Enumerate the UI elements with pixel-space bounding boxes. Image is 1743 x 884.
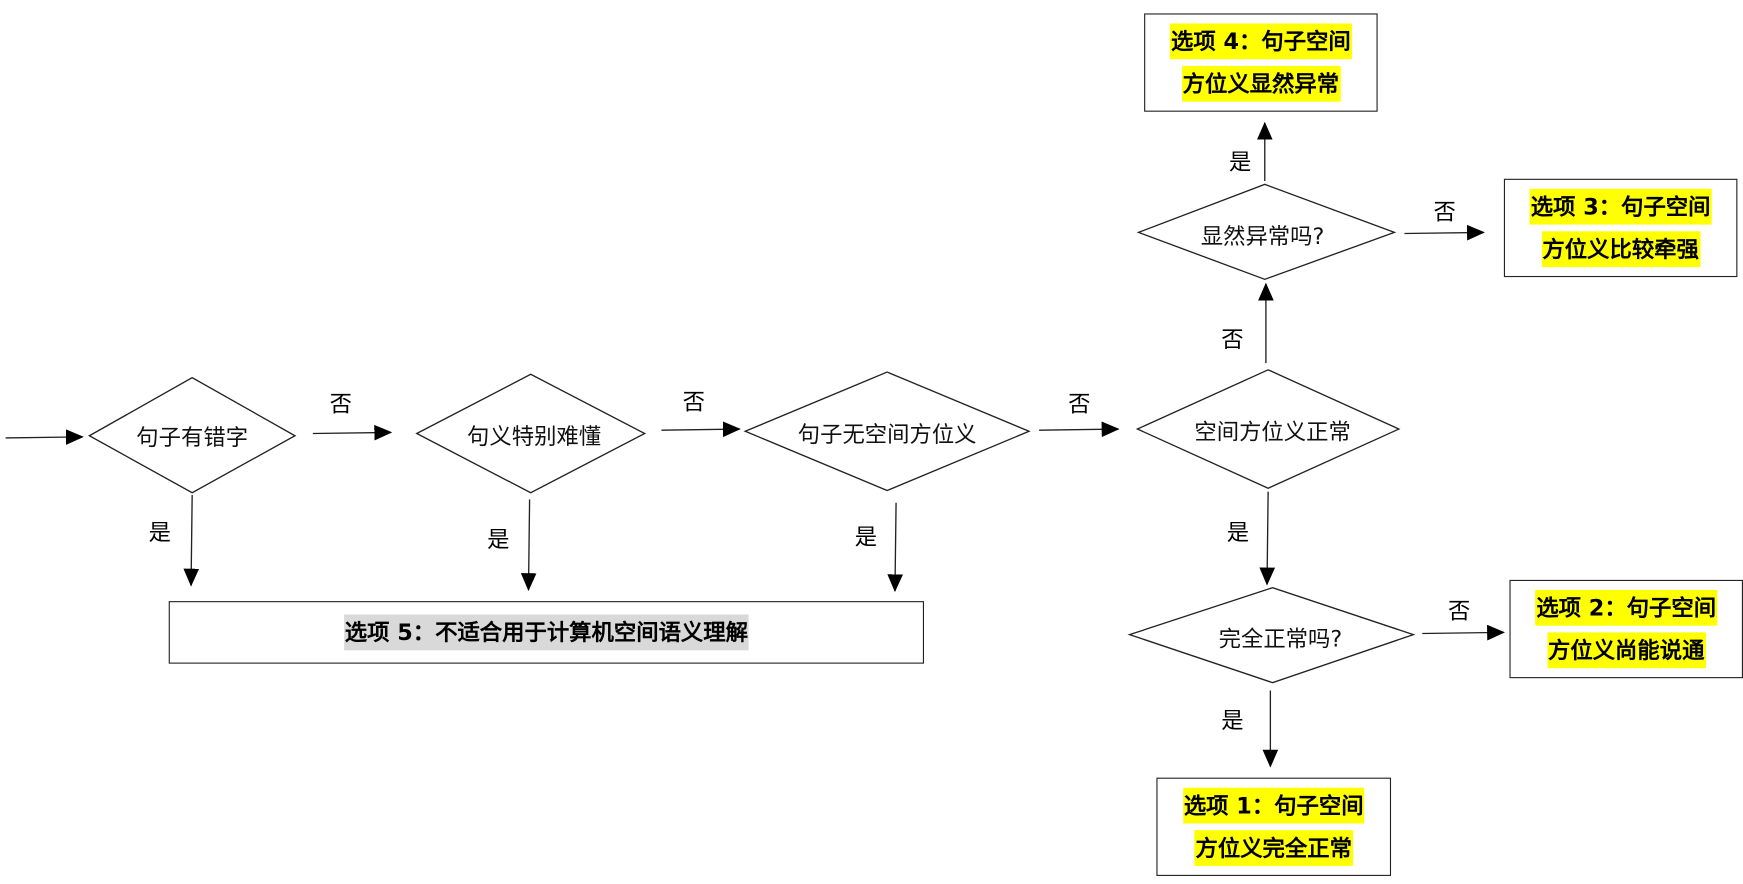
decision-d5-text: 显然异常吗? (1200, 222, 1325, 250)
arrow-d3-o5 (887, 502, 903, 593)
edge-label-no: 否 (329, 390, 352, 418)
option-5-box: 选项 5：不适合用于计算机空间语义理解 (168, 601, 925, 664)
decision-d2-text: 句义特别难懂 (467, 422, 602, 450)
arrow-d1-o5 (183, 494, 200, 587)
decision-diamond-1 (88, 376, 297, 494)
option-3-line1: 选项 3：句子空间 (1529, 188, 1712, 225)
decision-d3-text: 句子无空间方位义 (797, 420, 977, 448)
arrow-d2-d3 (661, 421, 741, 438)
arrow-start (5, 429, 84, 445)
edge-label-no: 否 (1448, 597, 1471, 625)
arrow-d1-d2 (312, 424, 393, 441)
edge-label-no: 否 (682, 388, 706, 416)
option-1-box: 选项 1：句子空间 方位义完全正常 (1156, 777, 1392, 876)
decision-d6-text: 完全正常吗? (1218, 625, 1343, 652)
arrow-d5-o3 (1404, 224, 1485, 241)
option-1-line2: 方位义完全正常 (1194, 830, 1354, 866)
option-2-box: 选项 2：句子空间 方位义尚能说通 (1509, 579, 1743, 679)
decision-diamond-6 (1127, 586, 1416, 684)
option-3-box: 选项 3：句子空间 方位义比较牵强 (1503, 178, 1738, 278)
edge-label-no: 否 (1433, 198, 1456, 226)
edge-label-yes: 是 (1221, 706, 1244, 734)
arrow-d4-d6 (1259, 491, 1276, 586)
edge-label-yes: 是 (487, 525, 510, 553)
option-4-line2: 方位义显然异常 (1181, 65, 1341, 102)
option-2-line1: 选项 2：句子空间 (1535, 589, 1718, 626)
option-4-box: 选项 4：句子空间 方位义显然异常 (1144, 13, 1378, 112)
decision-d1-text: 句子有错字 (136, 424, 249, 451)
arrow-d2-o5 (520, 499, 537, 592)
option-2-line2: 方位义尚能说通 (1546, 632, 1706, 669)
option-5-text: 选项 5：不适合用于计算机空间语义理解 (343, 614, 750, 651)
decision-diamond-5 (1136, 183, 1397, 281)
edge-label-no: 否 (1068, 390, 1091, 418)
option-1-line1: 选项 1：句子空间 (1182, 787, 1365, 824)
decision-diamond-4 (1135, 369, 1401, 489)
option-4-line1: 选项 4：句子空间 (1169, 23, 1352, 60)
option-3-line2: 方位义比较牵强 (1541, 231, 1700, 268)
edge-label-yes: 是 (1226, 518, 1250, 546)
edge-label-yes: 是 (148, 518, 171, 546)
decision-diamond-2 (415, 373, 647, 494)
edge-label-yes: 是 (1229, 148, 1252, 175)
arrow-d3-d4 (1039, 421, 1120, 438)
decision-diamond-3 (743, 371, 1031, 492)
decision-d4-text: 空间方位义正常 (1194, 418, 1351, 446)
arrow-d6-o2 (1422, 624, 1506, 641)
edge-label-no: 否 (1221, 325, 1244, 353)
edge-label-yes: 是 (854, 523, 878, 551)
